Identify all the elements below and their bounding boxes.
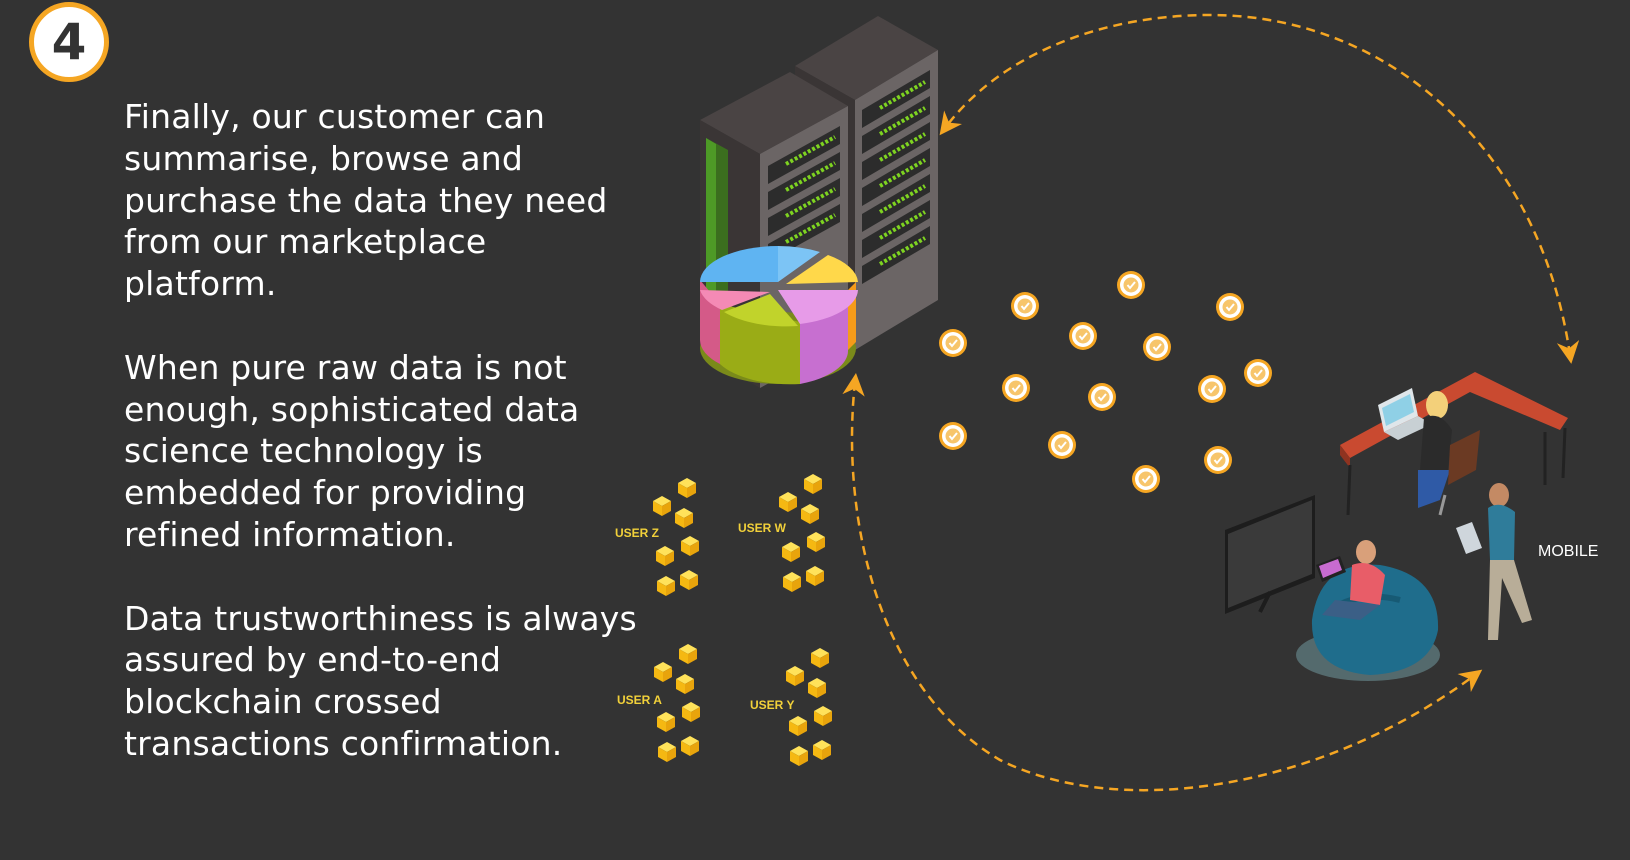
coins — [938, 270, 1273, 494]
mobile-label: MOBILE — [1538, 543, 1599, 560]
step-number: 4 — [51, 13, 87, 71]
user-w-label: USER W — [738, 521, 787, 535]
arrow-top — [939, 13, 1580, 364]
coin-icon — [1203, 445, 1233, 475]
description-text: Finally, our customer can summarise, bro… — [124, 96, 644, 765]
paragraph-marketplace: Finally, our customer can summarise, bro… — [124, 97, 608, 304]
coin-icon — [1087, 382, 1117, 412]
arrow-bottom — [842, 373, 1483, 792]
coin-icon — [1010, 291, 1040, 321]
flow-arrows — [842, 13, 1580, 792]
user-a-label: USER A — [617, 693, 662, 707]
step-number-badge: 4 — [29, 2, 109, 82]
pie-chart-illustration — [700, 246, 858, 385]
coin-icon — [1001, 373, 1031, 403]
coin-icon — [938, 328, 968, 358]
coin-icon — [1197, 374, 1227, 404]
coin-icon — [938, 421, 968, 451]
workspace-people — [1225, 372, 1568, 681]
user-clusters: USER Z USER W USER A USER Y — [615, 474, 832, 766]
user-z-label: USER Z — [615, 526, 659, 540]
coin-icon — [1068, 321, 1098, 351]
coin-icon — [1047, 430, 1077, 460]
paragraph-blockchain: Data trustworthiness is always assured b… — [124, 598, 637, 763]
coin-icon — [1142, 332, 1172, 362]
coin-icon — [1131, 464, 1161, 494]
paragraph-data-science: When pure raw data is not enough, sophis… — [124, 347, 580, 554]
coin-icon — [1243, 358, 1273, 388]
user-y-label: USER Y — [750, 698, 794, 712]
cube-cluster-user-z — [653, 478, 699, 596]
back-rack-units — [862, 70, 930, 284]
front-rack-units — [768, 126, 840, 262]
coin-icon — [1116, 270, 1146, 300]
coin-icon — [1215, 292, 1245, 322]
